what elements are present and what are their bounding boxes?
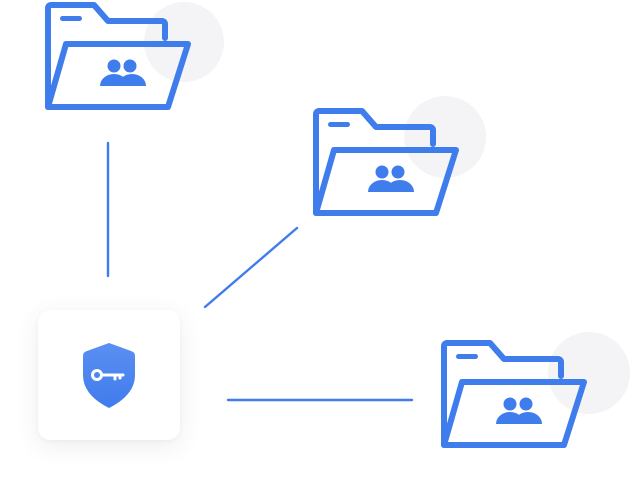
shield-key-icon bbox=[83, 343, 135, 408]
shared-folder-icon bbox=[313, 108, 459, 216]
folder-halo bbox=[404, 96, 486, 178]
shared-folder-icon bbox=[45, 2, 191, 110]
key-icon bbox=[91, 369, 125, 381]
shared-folder-2 bbox=[312, 96, 492, 220]
users-icon bbox=[496, 397, 542, 424]
connector-hub-folder-2 bbox=[203, 226, 299, 309]
shared-folder-1 bbox=[44, 2, 224, 114]
security-key-card bbox=[38, 310, 180, 440]
users-icon bbox=[368, 165, 414, 192]
users-icon bbox=[100, 59, 146, 86]
shared-folder-icon bbox=[441, 340, 587, 448]
shared-folder-3 bbox=[440, 332, 630, 452]
